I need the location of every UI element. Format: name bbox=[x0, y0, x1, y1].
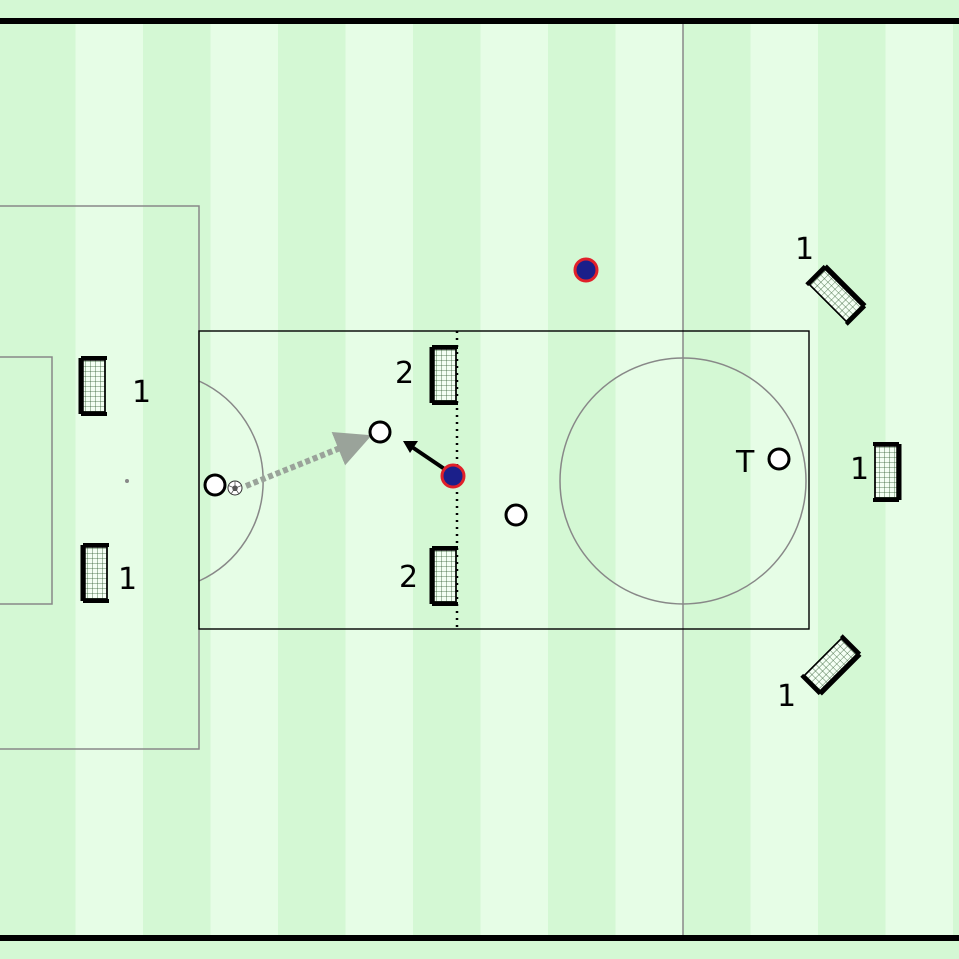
coach-label: T bbox=[735, 445, 755, 480]
drill-zone bbox=[198, 330, 810, 630]
pass-arrow bbox=[244, 432, 372, 489]
goal-label-mid-lower: 2 bbox=[399, 560, 418, 595]
grass-stripe bbox=[615, 24, 683, 935]
grass-stripe bbox=[750, 24, 818, 935]
soccer-ball-icon bbox=[227, 480, 243, 496]
pitch-top-border bbox=[0, 18, 959, 24]
goal-label-right-middle: 1 bbox=[850, 452, 869, 487]
goal-label-left-upper: 1 bbox=[132, 375, 151, 410]
mini-goal-mid-upper bbox=[432, 347, 458, 403]
pitch-bottom-border bbox=[0, 935, 959, 941]
grass-stripe bbox=[75, 24, 143, 935]
player-with-ball bbox=[203, 473, 227, 497]
coach-marker bbox=[767, 447, 791, 471]
opponent-defender bbox=[440, 463, 466, 489]
opponent-outside bbox=[573, 257, 599, 283]
goal-label-right-bottom: 1 bbox=[777, 679, 796, 714]
player-support bbox=[504, 503, 528, 527]
grass-stripe bbox=[345, 24, 413, 935]
goal-label-right-top: 1 bbox=[795, 232, 814, 267]
centre-circle bbox=[559, 357, 807, 605]
mini-goal-mid-lower bbox=[432, 548, 458, 604]
penalty-spot bbox=[125, 479, 129, 483]
run-arrow bbox=[410, 445, 448, 472]
mini-goal-left-upper bbox=[81, 358, 107, 414]
goal-label-mid-upper: 2 bbox=[395, 356, 414, 391]
mini-goal-right-middle bbox=[873, 444, 899, 500]
mini-goal-left-lower bbox=[83, 545, 109, 601]
run-arrow-head bbox=[403, 441, 418, 453]
goal-label-left-lower: 1 bbox=[118, 562, 137, 597]
goal-area bbox=[0, 356, 53, 605]
player-receiver bbox=[368, 420, 392, 444]
grass-stripe bbox=[480, 24, 548, 935]
